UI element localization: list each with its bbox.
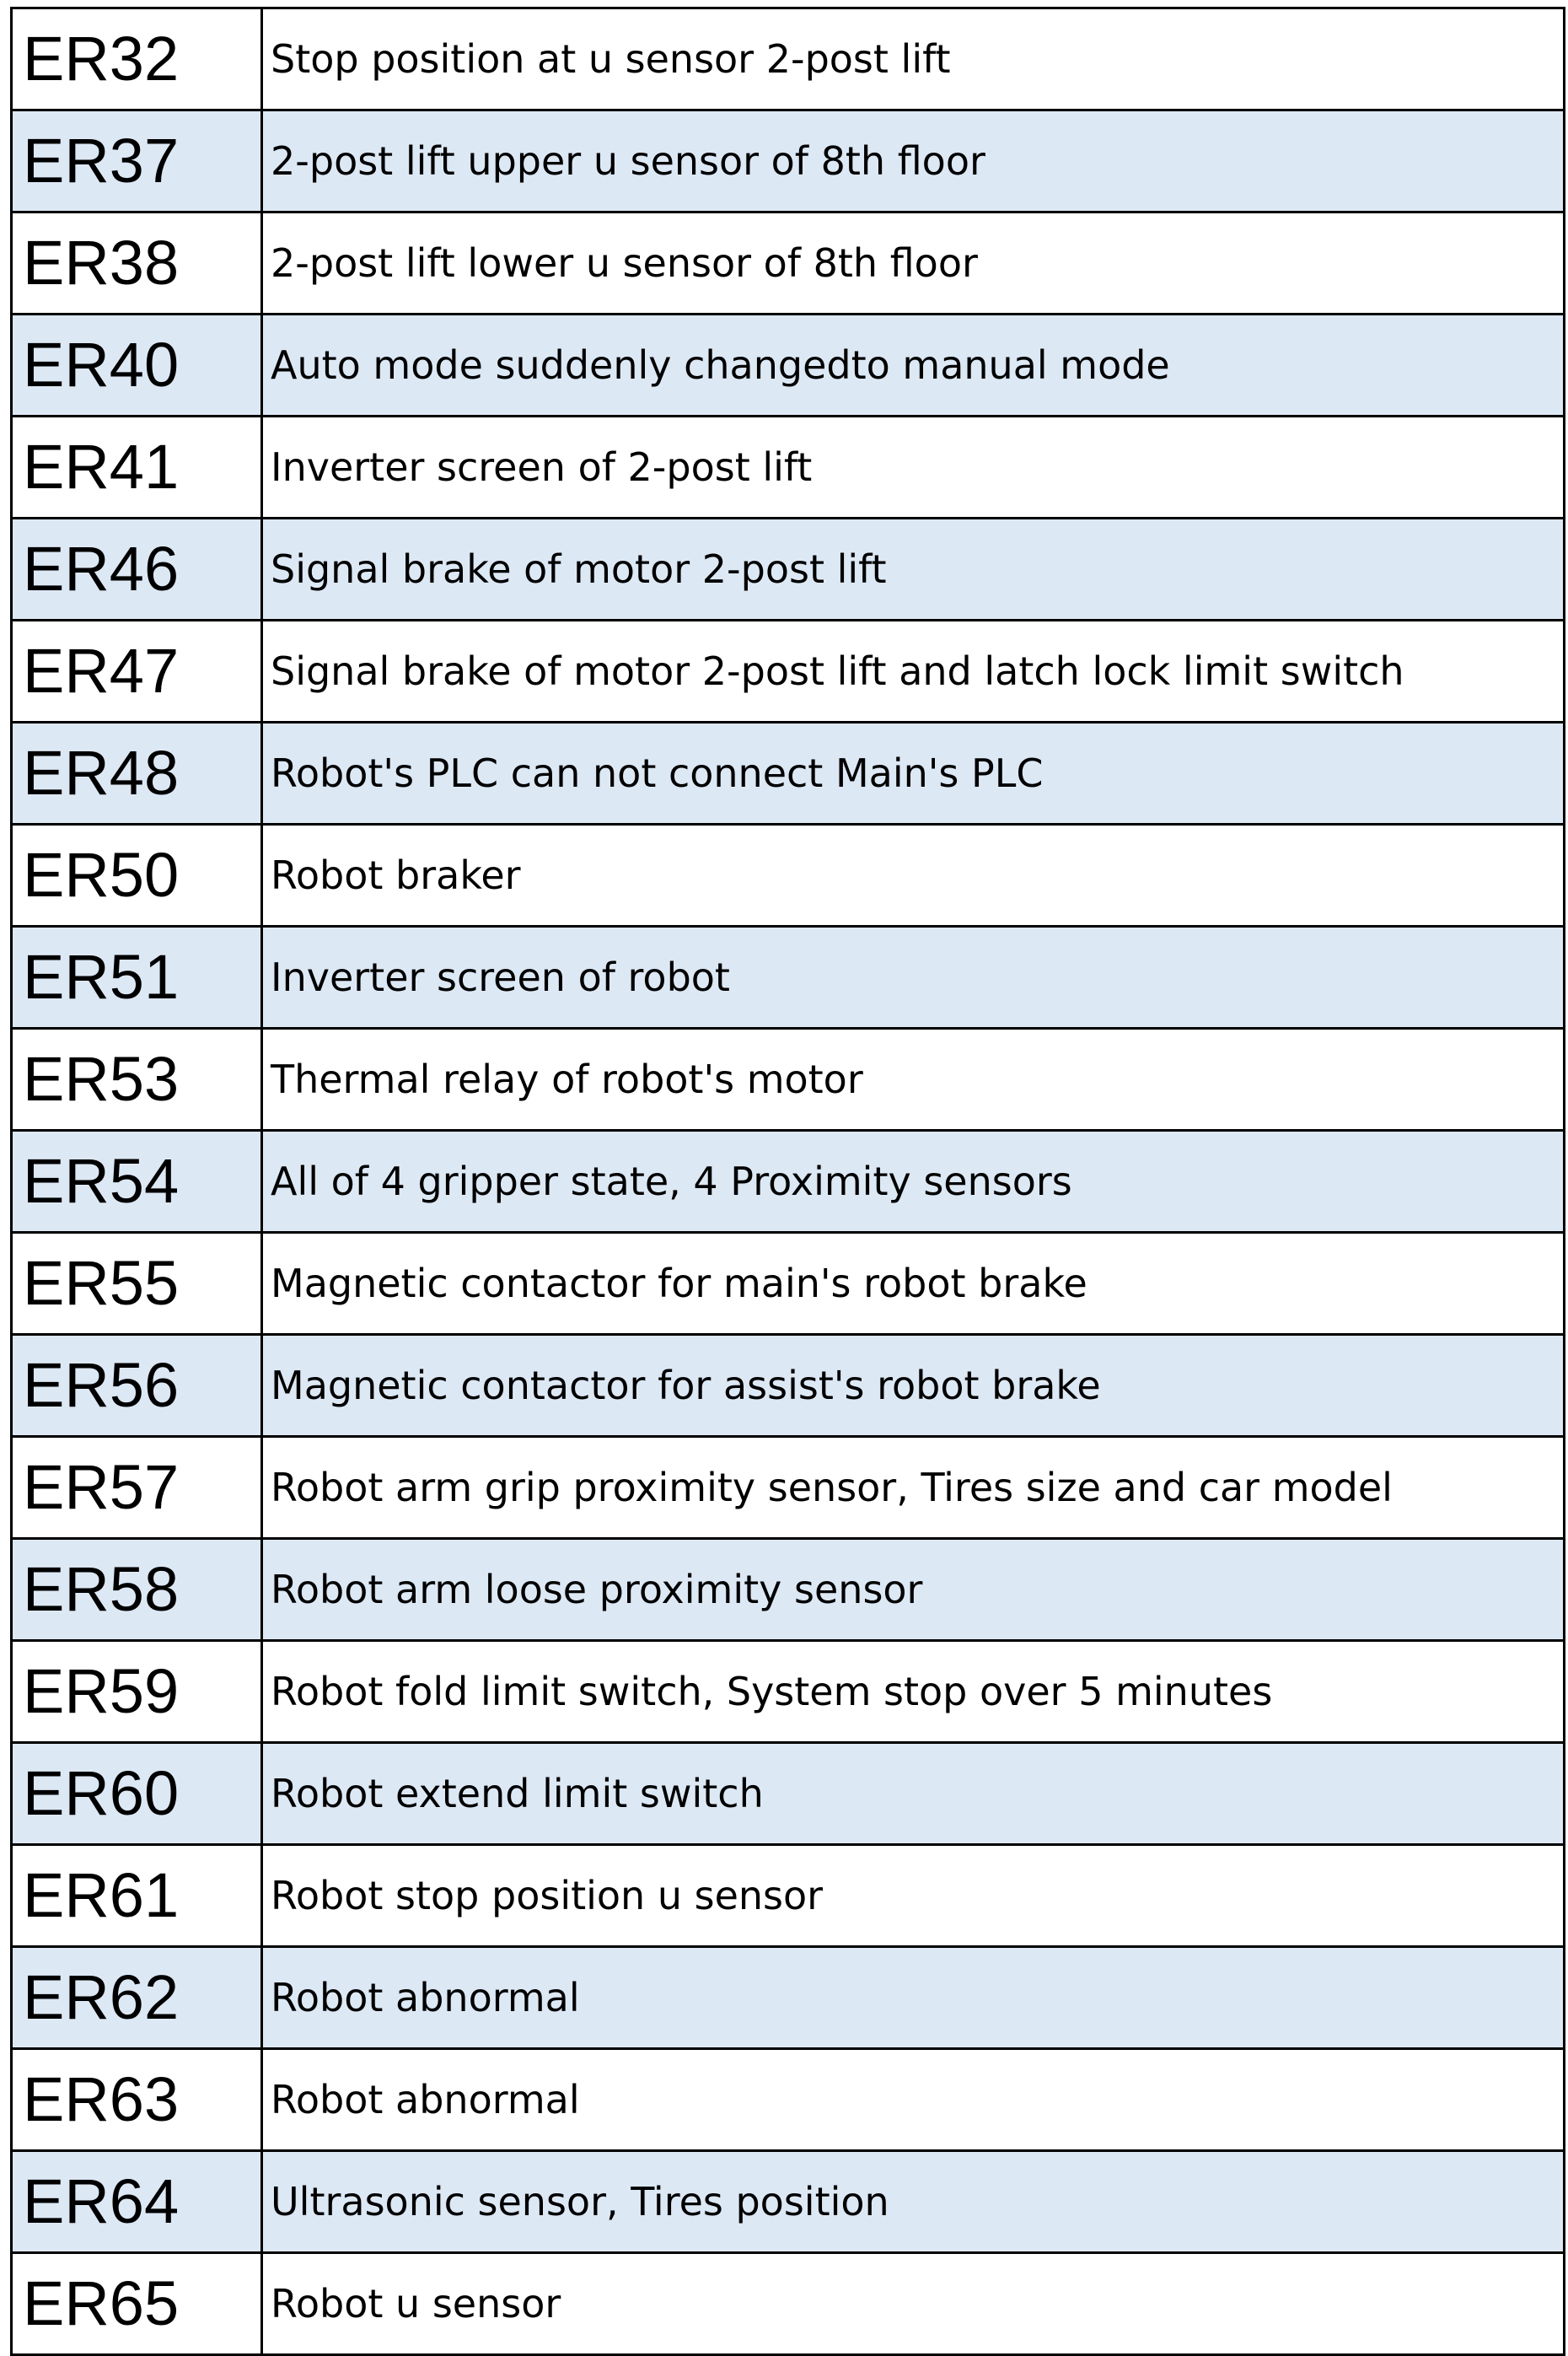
error-code: ER41	[10, 415, 263, 519]
error-code: ER60	[10, 1741, 263, 1846]
error-description: 2-post lift lower u sensor of 8th floor	[260, 211, 1565, 315]
error-code: ER62	[10, 1945, 263, 2050]
error-description: Signal brake of motor 2-post lift and la…	[260, 619, 1565, 723]
error-description: Stop position at u sensor 2-post lift	[260, 7, 1565, 111]
error-code: ER46	[10, 517, 263, 621]
error-code: ER65	[10, 2251, 263, 2356]
error-code: ER47	[10, 619, 263, 723]
error-code: ER54	[10, 1129, 263, 1234]
error-description: Signal brake of motor 2-post lift	[260, 517, 1565, 621]
error-description: Inverter screen of 2-post lift	[260, 415, 1565, 519]
error-description: Robot arm loose proximity sensor	[260, 1537, 1565, 1642]
error-code: ER61	[10, 1843, 263, 1948]
error-description: Robot u sensor	[260, 2251, 1565, 2356]
error-code: ER40	[10, 313, 263, 417]
error-code: ER55	[10, 1231, 263, 1336]
error-description: Robot fold limit switch, System stop ove…	[260, 1639, 1565, 1744]
error-description: Ultrasonic sensor, Tires position	[260, 2149, 1565, 2254]
error-description: Robot abnormal	[260, 1945, 1565, 2050]
error-description: Robot abnormal	[260, 2047, 1565, 2152]
error-code: ER32	[10, 7, 263, 111]
error-description: Magnetic contactor for main's robot brak…	[260, 1231, 1565, 1336]
error-description: Magnetic contactor for assist's robot br…	[260, 1333, 1565, 1438]
error-code: ER59	[10, 1639, 263, 1744]
error-code: ER56	[10, 1333, 263, 1438]
error-description: Robot extend limit switch	[260, 1741, 1565, 1846]
error-description: Robot's PLC can not connect Main's PLC	[260, 721, 1565, 826]
error-description: Robot braker	[260, 823, 1565, 928]
error-description: Thermal relay of robot's motor	[260, 1027, 1565, 1132]
error-code: ER57	[10, 1435, 263, 1540]
error-code: ER53	[10, 1027, 263, 1132]
error-code: ER38	[10, 211, 263, 315]
error-code: ER64	[10, 2149, 263, 2254]
error-code: ER37	[10, 109, 263, 213]
error-description: Robot stop position u sensor	[260, 1843, 1565, 1948]
error-description: 2-post lift upper u sensor of 8th floor	[260, 109, 1565, 213]
error-description: Inverter screen of robot	[260, 925, 1565, 1030]
error-code: ER58	[10, 1537, 263, 1642]
error-code: ER51	[10, 925, 263, 1030]
error-code: ER50	[10, 823, 263, 928]
error-code: ER48	[10, 721, 263, 826]
error-description: Auto mode suddenly changedto manual mode	[260, 313, 1565, 417]
error-description: Robot arm grip proximity sensor, Tires s…	[260, 1435, 1565, 1540]
error-code: ER63	[10, 2047, 263, 2152]
error-description: All of 4 gripper state, 4 Proximity sens…	[260, 1129, 1565, 1234]
